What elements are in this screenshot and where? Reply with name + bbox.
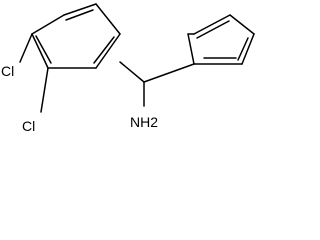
atom-label-cl-upper: Cl (1, 63, 14, 79)
atom-label-cl-lower: Cl (22, 118, 35, 134)
bond-ring1-f (31, 14, 65, 35)
chemical-structure-diagram: Cl Cl NH2 (1, 3, 255, 134)
bond-ring1-inner-left (35, 35, 52, 64)
bond-ring1-b (95, 3, 121, 35)
bond-ring1-e (31, 33, 49, 69)
bond-ring1-inner-right (93, 36, 115, 64)
bond-c3-cl (19, 33, 33, 63)
dichlorophenyl-ring (31, 3, 121, 69)
bond-ring1-inner-top (65, 9, 94, 21)
bond-ring2-b (229, 14, 255, 35)
bond-central-carbon-ring2 (143, 63, 195, 83)
methanamine-center: NH2 (119, 61, 195, 130)
bond-ring2-a (193, 14, 231, 35)
bond-ring1-c (95, 33, 121, 69)
bond-ring1-central-carbon (119, 61, 145, 83)
bond-ring2-c (241, 33, 255, 65)
bond-ring2-inner-right (237, 37, 249, 61)
bond-ring2-inner-top (196, 20, 230, 39)
chlorine-substituents: Cl Cl (1, 33, 49, 134)
bond-c2-cl (40, 67, 49, 113)
atom-label-amine: NH2 (130, 114, 158, 130)
phenyl-ring (187, 14, 255, 65)
bond-ring1-a (63, 3, 97, 16)
bond-ring2-e (187, 33, 195, 65)
